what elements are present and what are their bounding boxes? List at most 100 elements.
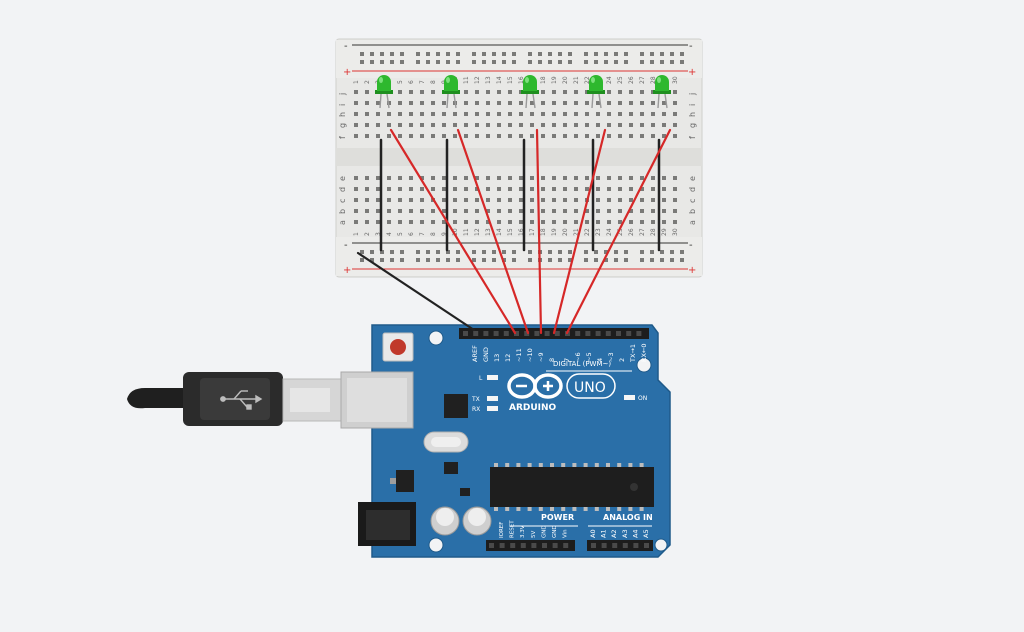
rail-hole[interactable] bbox=[670, 258, 674, 262]
terminal-hole[interactable] bbox=[519, 101, 523, 105]
green-led[interactable] bbox=[653, 75, 671, 109]
terminal-hole[interactable] bbox=[530, 176, 534, 180]
rail-hole[interactable] bbox=[492, 258, 496, 262]
terminal-hole[interactable] bbox=[552, 134, 556, 138]
terminal-hole[interactable] bbox=[420, 101, 424, 105]
terminal-hole[interactable] bbox=[530, 220, 534, 224]
terminal-hole[interactable] bbox=[387, 220, 391, 224]
rail-hole[interactable] bbox=[400, 60, 404, 64]
rail-hole[interactable] bbox=[472, 60, 476, 64]
terminal-hole[interactable] bbox=[530, 123, 534, 127]
rail-hole[interactable] bbox=[660, 258, 664, 262]
terminal-hole[interactable] bbox=[420, 123, 424, 127]
terminal-hole[interactable] bbox=[618, 112, 622, 116]
terminal-hole[interactable] bbox=[431, 134, 435, 138]
terminal-hole[interactable] bbox=[629, 209, 633, 213]
terminal-hole[interactable] bbox=[673, 220, 677, 224]
terminal-hole[interactable] bbox=[662, 198, 666, 202]
terminal-hole[interactable] bbox=[607, 112, 611, 116]
terminal-hole[interactable] bbox=[453, 134, 457, 138]
header-pin[interactable] bbox=[622, 543, 628, 548]
terminal-hole[interactable] bbox=[398, 187, 402, 191]
terminal-hole[interactable] bbox=[464, 176, 468, 180]
terminal-hole[interactable] bbox=[629, 176, 633, 180]
terminal-hole[interactable] bbox=[376, 101, 380, 105]
terminal-hole[interactable] bbox=[464, 123, 468, 127]
rail-hole[interactable] bbox=[390, 52, 394, 56]
rail-hole[interactable] bbox=[400, 258, 404, 262]
terminal-hole[interactable] bbox=[585, 176, 589, 180]
terminal-hole[interactable] bbox=[420, 209, 424, 213]
rail-hole[interactable] bbox=[446, 250, 450, 254]
terminal-hole[interactable] bbox=[409, 101, 413, 105]
terminal-hole[interactable] bbox=[673, 198, 677, 202]
rail-hole[interactable] bbox=[390, 250, 394, 254]
terminal-hole[interactable] bbox=[585, 112, 589, 116]
terminal-hole[interactable] bbox=[420, 220, 424, 224]
terminal-hole[interactable] bbox=[662, 187, 666, 191]
terminal-hole[interactable] bbox=[464, 220, 468, 224]
terminal-hole[interactable] bbox=[365, 90, 369, 94]
terminal-hole[interactable] bbox=[585, 123, 589, 127]
terminal-hole[interactable] bbox=[354, 134, 358, 138]
terminal-hole[interactable] bbox=[563, 220, 567, 224]
terminal-hole[interactable] bbox=[530, 209, 534, 213]
rail-hole[interactable] bbox=[670, 52, 674, 56]
terminal-hole[interactable] bbox=[497, 209, 501, 213]
rail-hole[interactable] bbox=[558, 250, 562, 254]
terminal-hole[interactable] bbox=[420, 198, 424, 202]
rail-hole[interactable] bbox=[528, 52, 532, 56]
rail-hole[interactable] bbox=[426, 52, 430, 56]
terminal-hole[interactable] bbox=[442, 112, 446, 116]
rail-hole[interactable] bbox=[650, 258, 654, 262]
terminal-hole[interactable] bbox=[442, 220, 446, 224]
terminal-hole[interactable] bbox=[552, 176, 556, 180]
rail-hole[interactable] bbox=[680, 258, 684, 262]
terminal-hole[interactable] bbox=[376, 176, 380, 180]
terminal-hole[interactable] bbox=[596, 134, 600, 138]
terminal-hole[interactable] bbox=[618, 187, 622, 191]
header-pin[interactable] bbox=[595, 331, 601, 336]
terminal-hole[interactable] bbox=[541, 176, 545, 180]
rail-hole[interactable] bbox=[680, 60, 684, 64]
rail-hole[interactable] bbox=[380, 250, 384, 254]
terminal-hole[interactable] bbox=[420, 187, 424, 191]
terminal-hole[interactable] bbox=[596, 176, 600, 180]
header-pin[interactable] bbox=[601, 543, 607, 548]
terminal-hole[interactable] bbox=[365, 220, 369, 224]
terminal-hole[interactable] bbox=[475, 187, 479, 191]
terminal-hole[interactable] bbox=[618, 198, 622, 202]
header-pin[interactable] bbox=[493, 331, 499, 336]
terminal-hole[interactable] bbox=[486, 198, 490, 202]
rail-hole[interactable] bbox=[400, 52, 404, 56]
terminal-hole[interactable] bbox=[574, 134, 578, 138]
header-pin[interactable] bbox=[542, 543, 547, 548]
terminal-hole[interactable] bbox=[673, 134, 677, 138]
terminal-hole[interactable] bbox=[640, 90, 644, 94]
terminal-hole[interactable] bbox=[530, 112, 534, 116]
terminal-hole[interactable] bbox=[629, 187, 633, 191]
terminal-hole[interactable] bbox=[563, 187, 567, 191]
terminal-hole[interactable] bbox=[519, 123, 523, 127]
rail-hole[interactable] bbox=[390, 60, 394, 64]
terminal-hole[interactable] bbox=[552, 187, 556, 191]
rail-hole[interactable] bbox=[594, 52, 598, 56]
rail-hole[interactable] bbox=[594, 60, 598, 64]
terminal-hole[interactable] bbox=[420, 134, 424, 138]
terminal-hole[interactable] bbox=[409, 209, 413, 213]
signal-wire[interactable] bbox=[565, 128, 672, 335]
terminal-hole[interactable] bbox=[365, 123, 369, 127]
terminal-hole[interactable] bbox=[387, 198, 391, 202]
rail-hole[interactable] bbox=[416, 60, 420, 64]
terminal-hole[interactable] bbox=[442, 134, 446, 138]
terminal-hole[interactable] bbox=[607, 134, 611, 138]
terminal-hole[interactable] bbox=[607, 187, 611, 191]
terminal-hole[interactable] bbox=[497, 198, 501, 202]
terminal-hole[interactable] bbox=[596, 220, 600, 224]
rail-hole[interactable] bbox=[640, 258, 644, 262]
rail-hole[interactable] bbox=[436, 52, 440, 56]
terminal-hole[interactable] bbox=[530, 187, 534, 191]
terminal-hole[interactable] bbox=[618, 220, 622, 224]
terminal-hole[interactable] bbox=[431, 101, 435, 105]
rail-hole[interactable] bbox=[472, 258, 476, 262]
